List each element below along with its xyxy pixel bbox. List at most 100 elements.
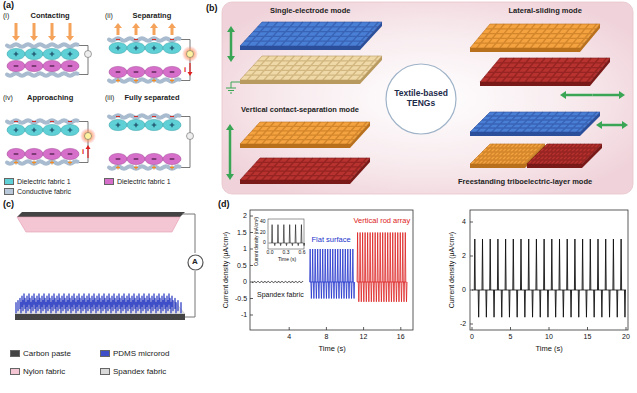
dielectric-fabric: [109, 66, 127, 77]
stage-title: Separating: [133, 12, 172, 21]
fabric-edge: [240, 180, 350, 184]
legend-text: Dielectric fabric 1: [117, 178, 171, 186]
positive-charge: [152, 166, 156, 170]
wire: [78, 46, 88, 75]
bulb-symbol: [85, 51, 92, 58]
dielectric-fabric: [145, 153, 163, 164]
dielectric-fabric: [163, 153, 181, 164]
positive-charge: [134, 166, 138, 170]
plot-frame: [250, 210, 413, 330]
node-text: A: [192, 257, 198, 266]
woven-fabric: [240, 22, 382, 46]
dielectric-fabric: [7, 124, 25, 135]
tick-label: 0.3: [283, 250, 290, 256]
tick-label: 16: [397, 333, 405, 341]
fabric-edge: [480, 82, 590, 86]
arrow-head: [619, 91, 625, 99]
negative-charge: [116, 158, 121, 159]
axis-title: Current density (nA/cm²): [254, 217, 259, 266]
dielectric-fabric: [163, 119, 181, 130]
dielectric-fabric: [163, 42, 181, 53]
force-arrow: [15, 23, 18, 36]
fabric-edge: [527, 164, 582, 168]
positive-charge: [68, 128, 73, 133]
stage-title: Approaching: [27, 94, 73, 103]
tick-label: 0.6: [299, 250, 306, 256]
negative-charge: [32, 153, 37, 154]
negative-charge: [50, 153, 55, 154]
axis-title: Time (s): [319, 345, 346, 354]
legend-swatch: [100, 350, 110, 357]
stage-number: (ii): [105, 12, 113, 20]
conductive-fabric: [109, 166, 180, 168]
tick-label: 0: [470, 333, 474, 341]
positive-charge: [32, 52, 37, 57]
weave-lines: [244, 158, 367, 180]
wire: [180, 117, 190, 168]
nylon-fabric: [17, 217, 180, 232]
tick-label: 0.0: [267, 250, 274, 256]
force-arrow: [33, 23, 36, 36]
motion-arrow: [230, 32, 233, 44]
plot-frame: [470, 210, 628, 330]
conductive-fabric: [7, 73, 78, 75]
weave-lines: [244, 56, 378, 80]
axis-title: Current density (μA/cm²): [448, 232, 456, 308]
tick-label: 2: [462, 252, 466, 260]
arrow-head: [86, 145, 91, 149]
positive-charge: [152, 79, 156, 83]
woven-fabric: [527, 144, 602, 164]
dielectric-fabric: [7, 48, 25, 59]
dielectric-fabric: [43, 124, 61, 135]
negative-charge: [68, 121, 72, 122]
current-arrow: [87, 149, 88, 158]
axis-title: Time (s): [536, 345, 563, 354]
negative-charge: [152, 71, 157, 72]
negative-charge: [68, 153, 73, 154]
dielectric-fabric: [163, 66, 181, 77]
positive-charge: [170, 166, 174, 170]
arrow-head: [227, 26, 235, 32]
negative-charge: [134, 39, 138, 40]
arrow-head: [596, 121, 602, 129]
arrow-head: [66, 36, 74, 41]
fabric-edge: [240, 80, 360, 84]
dielectric-fabric: [127, 119, 145, 130]
current-arrow: [189, 63, 190, 72]
arrow-head: [226, 174, 234, 180]
negative-charge: [68, 65, 73, 66]
bulb-symbol: [85, 133, 92, 140]
node-circle: [386, 64, 456, 134]
arrow-head: [188, 72, 193, 76]
bulb-symbol: [187, 51, 194, 58]
data-series: [310, 249, 355, 299]
legend-text: Conductive fabric: [17, 188, 71, 196]
negative-charge: [170, 39, 174, 40]
positive-charge: [152, 123, 157, 128]
negative-charge: [170, 116, 174, 117]
fabric-edge: [470, 48, 580, 52]
positive-charge: [116, 46, 121, 51]
stage-number: (i): [3, 12, 9, 20]
motion-arrow: [602, 124, 612, 127]
data-series: [357, 233, 407, 302]
negative-charge: [152, 158, 157, 159]
dielectric-fabric: [109, 153, 127, 164]
legend-text: Nylon fabric: [23, 367, 65, 376]
tick-label: 0: [243, 278, 247, 286]
tick-label: 8: [324, 333, 328, 341]
fabric-edge: [240, 144, 350, 148]
arrow-head: [114, 23, 122, 28]
positive-charge: [170, 123, 175, 128]
dielectric-fabric: [43, 60, 61, 71]
bulb-glow: [182, 46, 198, 62]
dielectric-fabric: [25, 60, 43, 71]
dielectric-fabric: [25, 124, 43, 135]
positive-charge: [170, 79, 174, 83]
weave-lines: [474, 24, 597, 48]
stage-title: Contacting: [31, 12, 70, 21]
data-series: [252, 281, 303, 282]
weave-lines: [474, 112, 597, 132]
dielectric-fabric: [25, 48, 43, 59]
legend-swatch: [4, 178, 14, 185]
